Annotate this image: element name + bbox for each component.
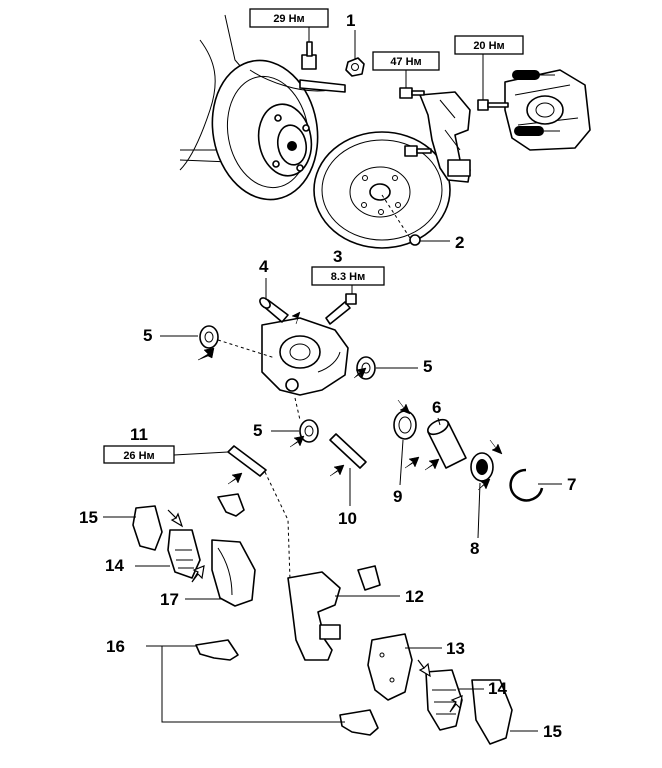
callout-5-right: 5 [423,357,432,376]
arrow-icon [397,399,411,415]
svg-text:8.3 Нм: 8.3 Нм [331,271,365,283]
callout-15-left: 15 [79,508,98,527]
arrow-icon [489,439,503,455]
callout-6: 6 [432,398,441,417]
shim-part-15-left [132,505,163,551]
shim-part-15-right [471,679,513,745]
nut-part-1 [345,57,365,77]
caliper-bracket-top [399,87,471,183]
callout-17: 17 [160,590,179,609]
callout-labels: 1 2 3 4 5 5 5 6 7 8 9 10 11 12 13 14 14 [79,11,576,741]
torque-box-8-3nm: 8.3 Нм [311,266,385,294]
svg-text:47 Нм: 47 Нм [390,56,421,68]
brake-disc [313,131,451,249]
bleeder-valve-part-3 [325,293,357,325]
arrow-icon [477,478,491,491]
torque-box-29nm: 29 Нм [249,8,329,42]
callout-5-left: 5 [143,326,152,345]
torque-box-47nm: 47 Нм [372,51,440,88]
shim-part-14-right [425,669,463,731]
clip-part-16-lower [339,709,379,736]
screw-part-2 [381,194,421,246]
seal-part-8 [470,452,494,482]
arrow-outline-icon [191,565,205,583]
caliper-body-middle [261,317,349,396]
piston-part-6 [427,418,467,469]
brake-pad-part-13 [367,633,413,701]
guide-pin-part-4 [259,297,289,323]
brake-pad-part-17 [211,539,256,607]
torque-box-26nm: 26 Нм [103,445,229,464]
caliper-bracket-part-12 [287,565,381,661]
callout-8: 8 [470,539,479,558]
spring-lower [514,126,560,136]
shim-part-14-left [167,529,201,579]
torque-box-20nm: 20 Нм [454,35,524,100]
guide-pin-part-10 [329,433,367,469]
callout-2: 2 [455,233,464,252]
callout-14-right: 14 [488,679,507,698]
callout-10: 10 [338,509,357,528]
snap-ring-part-7 [509,468,544,502]
callout-5-lower: 5 [253,421,262,440]
callout-1: 1 [346,11,355,30]
bolt-29nm [301,41,317,70]
callout-11: 11 [130,425,148,444]
callout-3: 3 [333,247,342,266]
callout-15-right: 15 [543,722,562,741]
dashed-line-5-left [217,339,276,359]
callout-7: 7 [567,475,576,494]
arrow-icon [329,464,345,477]
arrow-icon [353,367,367,379]
svg-text:26 Нм: 26 Нм [123,450,154,462]
arrow-icon [289,435,305,448]
arrows [167,311,503,713]
bolt-bracket-lower [404,145,432,157]
bushing-part-5-left [199,325,219,349]
arrow-outline-icon [417,659,431,678]
arrow-outline-icon [167,509,184,528]
dashed-line-5-lower [294,397,301,421]
arrow-icon [227,472,243,485]
callout-4: 4 [259,257,269,276]
bolt-20nm [477,99,509,111]
caliper-assembly-top [477,69,591,151]
arrow-icon [197,347,215,361]
spring-upper [512,70,555,80]
clip-part-16-upper [195,639,239,661]
arrow-outline-icon [449,695,463,713]
arrow-icon [424,458,440,471]
callout-16: 16 [106,637,125,656]
clip-upper [217,493,245,517]
bushing-part-5-lower [299,419,319,443]
ring-part-9 [393,410,417,440]
arrow-icon [404,456,420,469]
callout-12: 12 [405,587,424,606]
hub-backing-plate [179,14,346,201]
arrow-icon [291,311,301,325]
svg-text:29 Нм: 29 Нм [273,13,304,25]
callout-13: 13 [446,639,465,658]
svg-text:20 Нм: 20 Нм [473,40,504,52]
callout-14-left: 14 [105,556,124,575]
callout-9: 9 [393,487,402,506]
